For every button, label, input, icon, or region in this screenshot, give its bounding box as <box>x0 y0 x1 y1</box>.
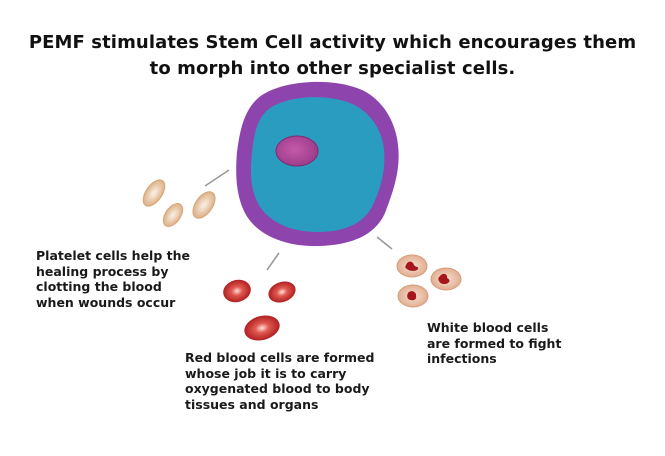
red-blood-cells <box>223 279 296 341</box>
platelet-cell <box>142 179 166 207</box>
red-label-line-2: whose job it is to carry <box>185 365 347 381</box>
white-blood-cells-label: White blood cells are formed to fight in… <box>427 320 561 367</box>
white-blood-cell <box>430 267 462 291</box>
stem-cell-cytoplasm <box>250 97 385 232</box>
diagram-title: PEMF stimulates Stem Cell activity which… <box>0 30 665 82</box>
red-blood-cell <box>223 279 251 303</box>
connector-line-white <box>376 236 393 250</box>
platelet-cell <box>162 203 184 227</box>
red-label-line-1: Red blood cells are formed <box>185 350 375 365</box>
red-blood-cell <box>244 315 280 341</box>
red-blood-cells-label: Red blood cells are formed whose job it … <box>185 350 374 412</box>
white-blood-cell <box>396 254 428 278</box>
platelet-label-line-2: healing process by <box>36 263 169 279</box>
white-blood-cell <box>397 284 429 308</box>
platelet-label-line-4: when wounds occur <box>36 294 176 310</box>
connector-line-platelet <box>204 169 230 187</box>
white-blood-cells <box>396 254 462 308</box>
white-label-line-1: White blood cells <box>427 320 549 335</box>
stem-cell <box>236 81 399 247</box>
platelet-cell <box>192 191 216 219</box>
platelet-label-line-1: Platelet cells help the <box>36 248 190 263</box>
connector-line-red <box>266 252 280 271</box>
red-label-line-4: tissues and organs <box>185 396 319 412</box>
red-blood-cell <box>268 281 296 303</box>
white-label-line-2: are formed to fight <box>427 335 562 351</box>
title-line-2: to morph into other specialist cells. <box>149 58 516 79</box>
platelet-cells-label: Platelet cells help the healing process … <box>36 248 190 310</box>
stem-cell-nucleus <box>275 135 319 167</box>
platelet-label-line-3: clotting the blood <box>36 279 162 294</box>
title-line-1: PEMF stimulates Stem Cell activity which… <box>28 32 637 53</box>
platelet-cells <box>142 179 216 227</box>
red-label-line-3: oxygenated blood to body <box>185 381 370 396</box>
white-label-line-3: infections <box>427 351 497 366</box>
